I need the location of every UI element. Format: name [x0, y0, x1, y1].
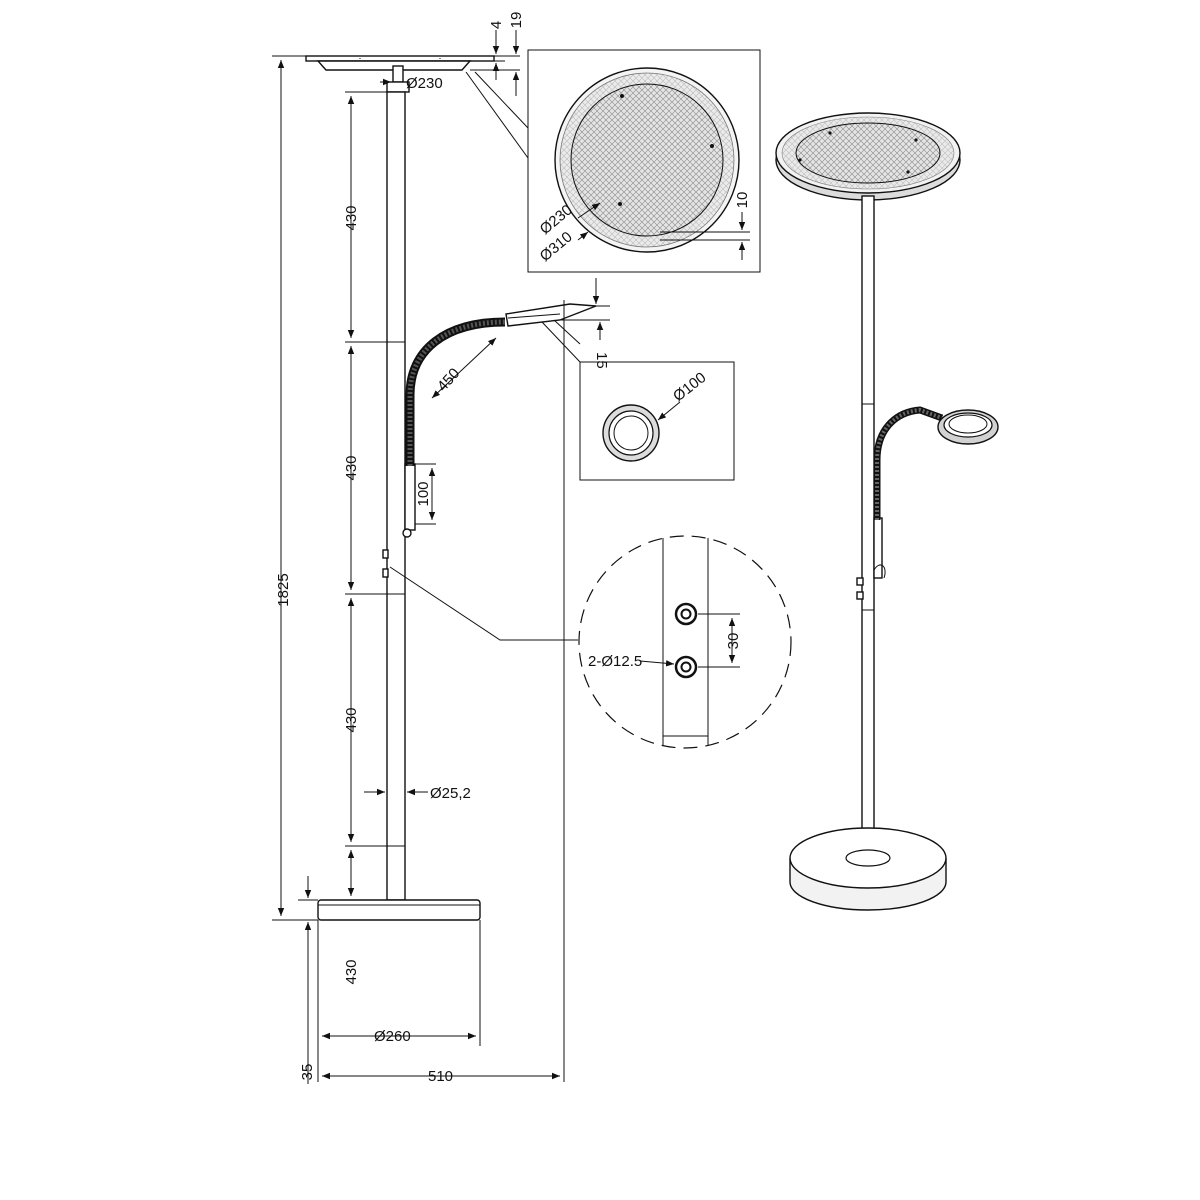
arm-holder: [404, 463, 416, 531]
reading-head-thickness-label: 15: [593, 352, 610, 369]
base-diameter-label: Ø260: [374, 1028, 411, 1045]
top-diffuser-detail: Ø230 Ø310 10: [465, 49, 761, 273]
disc-thickness-label: 4: [488, 21, 505, 29]
base-height-label: 35: [299, 1064, 316, 1081]
perspective-view-lamp: [775, 112, 999, 911]
pole-diameter-label: Ø25,2: [430, 785, 471, 802]
side-view-lamp: [305, 55, 597, 921]
button-spec-label: 2-Ø12.5: [588, 653, 642, 670]
detail-circle-switch: [578, 535, 792, 749]
dimension-lines: 1825 430 430 430 430 Ø230 4 19 450: [272, 12, 610, 1085]
top-disc: [305, 55, 495, 62]
arm-lower-length-label: 100: [415, 481, 432, 506]
perspective-pole: [861, 195, 875, 863]
switch-detail: 30 2-Ø12.5: [389, 535, 792, 749]
button-spacing-label: 30: [725, 633, 742, 650]
switch-button: [382, 549, 389, 559]
detail-box-top: [527, 49, 761, 273]
total-height-label: 1825: [275, 573, 292, 606]
pole: [386, 91, 406, 901]
rim-height-label: 10: [734, 192, 751, 209]
overall-width-label: 510: [428, 1068, 453, 1085]
top-diffuser-diameter-label: Ø230: [406, 75, 443, 92]
segment-4-label: 430: [343, 959, 360, 984]
top-connector: [392, 65, 404, 83]
segment-3-label: 430: [343, 707, 360, 732]
outer-diameter-label: Ø310: [537, 228, 576, 265]
reading-head-detail: Ø100: [541, 319, 735, 481]
detail-box-reading: [579, 361, 735, 481]
arm-length-label: 450: [434, 365, 463, 395]
segment-1-label: 430: [343, 205, 360, 230]
segment-2-label: 430: [343, 455, 360, 480]
disc-height-label: 19: [508, 12, 525, 29]
switch-button: [382, 568, 389, 578]
base: [317, 899, 481, 921]
inner-diffuser: [570, 83, 724, 237]
ring-diameter-label: Ø100: [670, 369, 709, 405]
